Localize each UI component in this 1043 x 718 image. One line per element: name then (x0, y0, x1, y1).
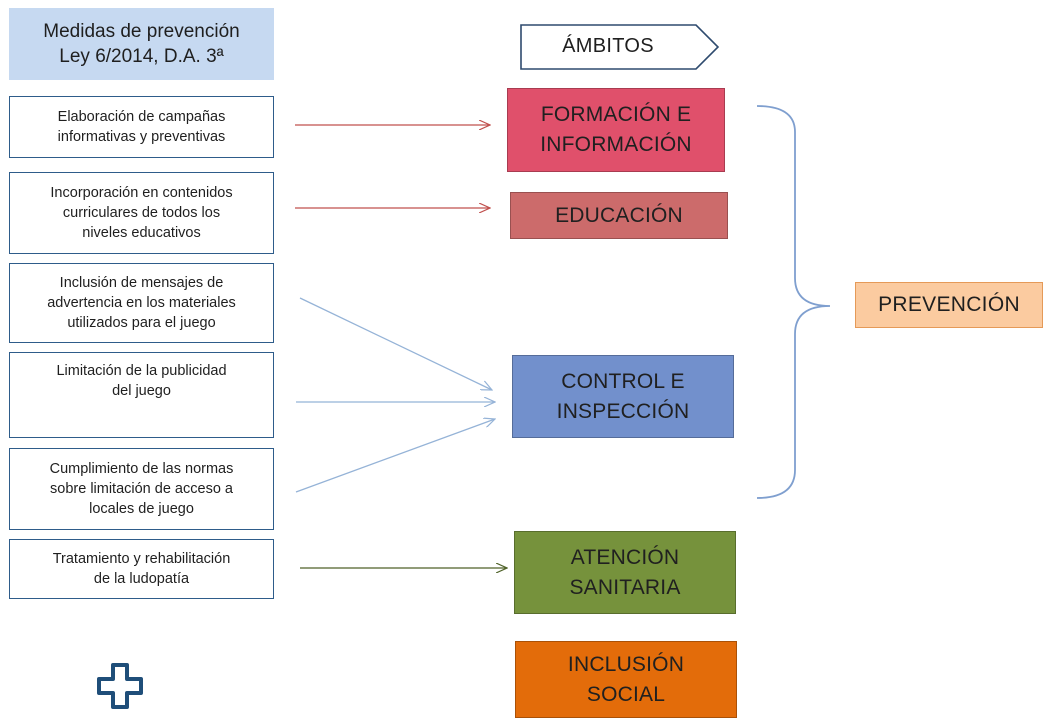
plus-icon[interactable] (96, 662, 144, 710)
prevencion-box: PREVENCIÓN (855, 282, 1043, 328)
ambito-line: ATENCIÓN (570, 545, 680, 569)
ambito-line: CONTROL E (561, 369, 685, 393)
measure-line: de la ludopatía (93, 571, 190, 587)
prevencion-brace (756, 105, 831, 499)
ambito-inclusion: INCLUSIÓN SOCIAL (515, 641, 737, 718)
arrow-normas-control (295, 419, 495, 493)
ambito-formacion: FORMACIÓN E INFORMACIÓN (507, 88, 725, 172)
measure-line: Cumplimiento de las normas (49, 461, 234, 477)
ambito-educacion: EDUCACIÓN (510, 192, 728, 239)
measure-line: Tratamiento y rehabilitación (52, 551, 231, 567)
measure-line: sobre limitación de acceso a (50, 481, 233, 497)
measure-publicidad: Limitación de la publicidad del juego (9, 352, 274, 438)
measures-header: Medidas de prevención Ley 6/2014, D.A. 3… (9, 8, 274, 80)
ambito-line: INCLUSIÓN (567, 653, 685, 676)
measure-line: niveles educativos (82, 225, 201, 241)
ambito-line: EDUCACIÓN (555, 203, 683, 227)
ambitos-tag: ÁMBITOS (562, 34, 654, 57)
ambito-line: SOCIAL (586, 683, 666, 706)
measure-line: Elaboración de campañas (57, 109, 226, 125)
measure-line: del juego (112, 383, 171, 399)
measure-line: Incorporación en contenidos (50, 185, 233, 201)
ambito-line: SANITARIA (569, 575, 681, 599)
ambito-line: FORMACIÓN E (540, 103, 692, 126)
measure-line: curriculares de todos los (62, 205, 221, 221)
ambito-sanitaria: ATENCIÓN SANITARIA (514, 531, 736, 614)
ambito-line: INFORMACIÓN (540, 133, 692, 156)
measure-curriculares: Incorporación en contenidos curriculares… (9, 172, 274, 254)
ambito-control: CONTROL E INSPECCIÓN (512, 355, 734, 438)
measure-normas: Cumplimiento de las normas sobre limitac… (9, 448, 274, 530)
measure-campanas: Elaboración de campañas informativas y p… (9, 96, 274, 158)
ambito-line: INSPECCIÓN (556, 399, 690, 423)
measure-line: Limitación de la publicidad (56, 363, 227, 379)
prevencion-label: PREVENCIÓN (878, 293, 1020, 316)
measure-line: advertencia en los materiales (47, 295, 236, 311)
ambitos-tag-shape (520, 24, 720, 70)
arrow-mensajes-control (299, 297, 492, 390)
measure-line: Inclusión de mensajes de (59, 275, 224, 291)
header-line-2: Ley 6/2014, D.A. 3ª (59, 46, 224, 67)
measure-line: locales de juego (89, 501, 194, 517)
header-line-1: Medidas de prevención (43, 21, 240, 42)
measure-line: informativas y preventivas (57, 129, 226, 145)
measure-tratamiento: Tratamiento y rehabilitación de la ludop… (9, 539, 274, 599)
measure-line: utilizados para el juego (67, 315, 216, 331)
measure-mensajes: Inclusión de mensajes de advertencia en … (9, 263, 274, 343)
